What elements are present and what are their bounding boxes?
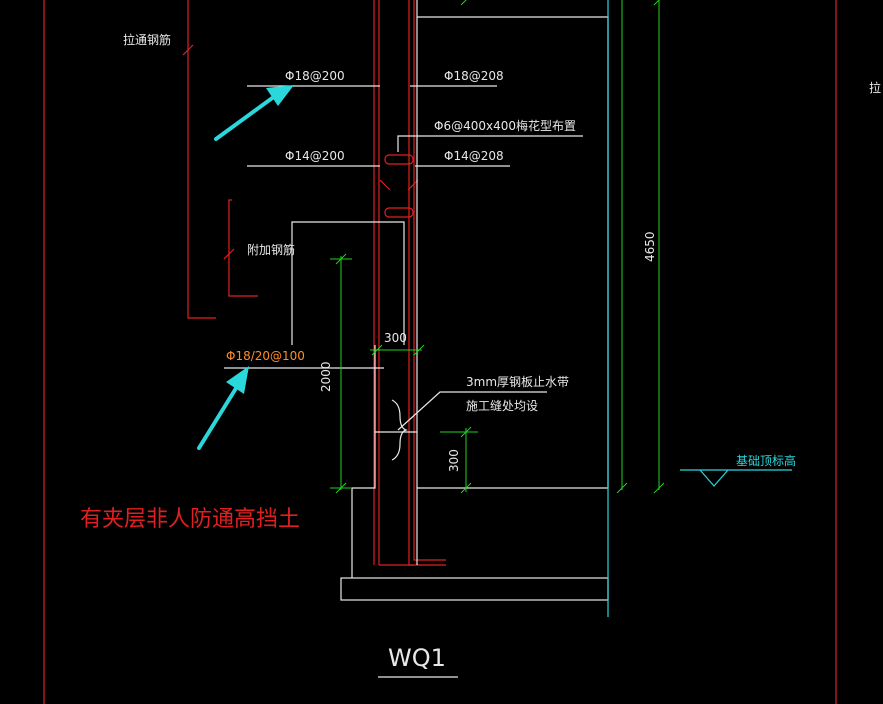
waterstop-label-2: 施工缝处均设 xyxy=(466,398,538,413)
tie-bar-line xyxy=(182,0,216,319)
section-note: 有夹层非人防通高挡土 xyxy=(80,507,300,532)
wall-title: WQ1 xyxy=(388,644,446,672)
dim-4650: 4650 xyxy=(643,231,657,262)
tie-spec-label: Φ6@400x400梅花型布置 xyxy=(434,118,576,133)
arrow-icon xyxy=(214,85,294,141)
rebar-label-d14-left: Φ14@200 xyxy=(285,149,345,163)
arrow-icon xyxy=(197,366,249,450)
rebar-label-d14-right: Φ14@208 xyxy=(444,149,504,163)
dimension-lines xyxy=(330,0,665,494)
wall-rebar xyxy=(373,0,446,566)
rebar-label-d18-20: Φ18/20@100 xyxy=(226,349,305,363)
foundation-top-label: 基础顶标高 xyxy=(736,453,796,468)
added-bar-line xyxy=(223,199,258,297)
added-bar-label: 附加钢筋 xyxy=(247,242,295,257)
dim-300-horizontal: 300 xyxy=(384,331,407,345)
waterstop-label-1: 3mm厚钢板止水带 xyxy=(466,375,569,389)
concrete-outline xyxy=(224,0,609,678)
section-line-cyan xyxy=(607,0,792,617)
frame-borders xyxy=(43,0,837,704)
tie-bar-label: 拉通钢筋 xyxy=(123,32,171,47)
rebar-label-d18-right: Φ18@208 xyxy=(444,69,504,83)
dim-2000: 2000 xyxy=(319,361,333,392)
dim-300-vertical: 300 xyxy=(447,449,461,472)
rebar-label-d18-left: Φ18@200 xyxy=(285,69,345,83)
edge-fragment-label: 拉 xyxy=(869,80,881,95)
